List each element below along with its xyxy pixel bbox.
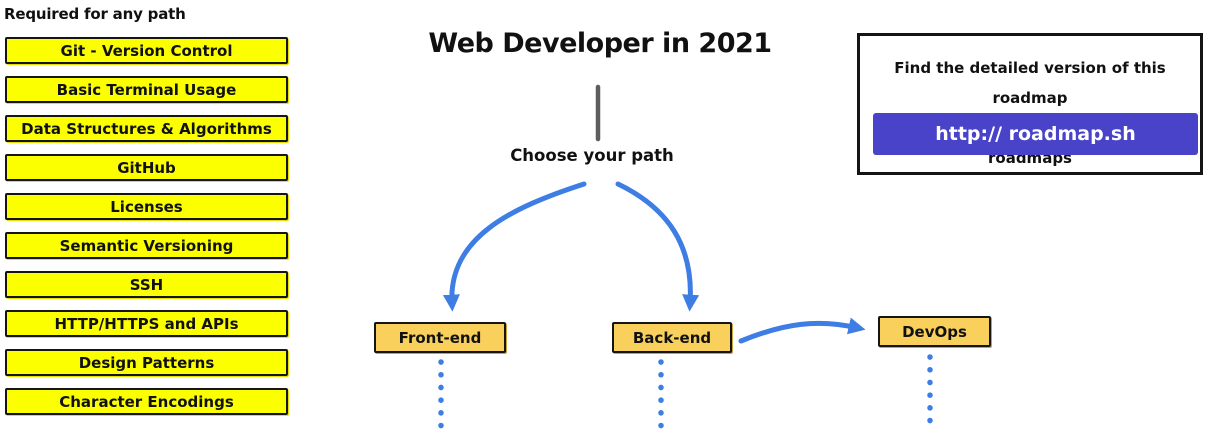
arrow-backend-to-devops [738,317,866,344]
topic-box-http-https-apis[interactable]: HTTP/HTTPS and APIs [5,310,288,337]
topic-box-data-structures-algorithms[interactable]: Data Structures & Algorithms [5,115,288,142]
topic-box-basic-terminal-usage[interactable]: Basic Terminal Usage [5,76,288,103]
topic-box-github[interactable]: GitHub [5,154,288,181]
topic-box-git-version-control[interactable]: Git - Version Control [5,37,288,64]
left-panel-header: Required for any path [4,5,186,23]
topic-box-character-encodings[interactable]: Character Encodings [5,388,288,415]
info-panel: Find the detailed version of this roadma… [857,33,1203,175]
topic-box-licenses[interactable]: Licenses [5,193,288,220]
topic-box-ssh[interactable]: SSH [5,271,288,298]
path-node-devops[interactable]: DevOps [878,316,991,347]
info-panel-line1: Find the detailed version of this roadma… [894,59,1166,107]
choose-your-path-label: Choose your path [510,146,674,165]
page-title: Web Developer in 2021 [428,28,772,59]
path-node-frontend[interactable]: Front-end [374,322,506,353]
arrow-to-frontend [442,181,587,312]
topic-box-semantic-versioning[interactable]: Semantic Versioning [5,232,288,259]
path-node-backend[interactable]: Back-end [612,322,732,353]
roadmap-sh-link-button[interactable]: http:// roadmap.sh [873,113,1198,155]
arrow-to-backend [615,181,700,312]
topic-box-design-patterns[interactable]: Design Patterns [5,349,288,376]
required-topics-list: Git - Version Control Basic Terminal Usa… [5,37,288,427]
